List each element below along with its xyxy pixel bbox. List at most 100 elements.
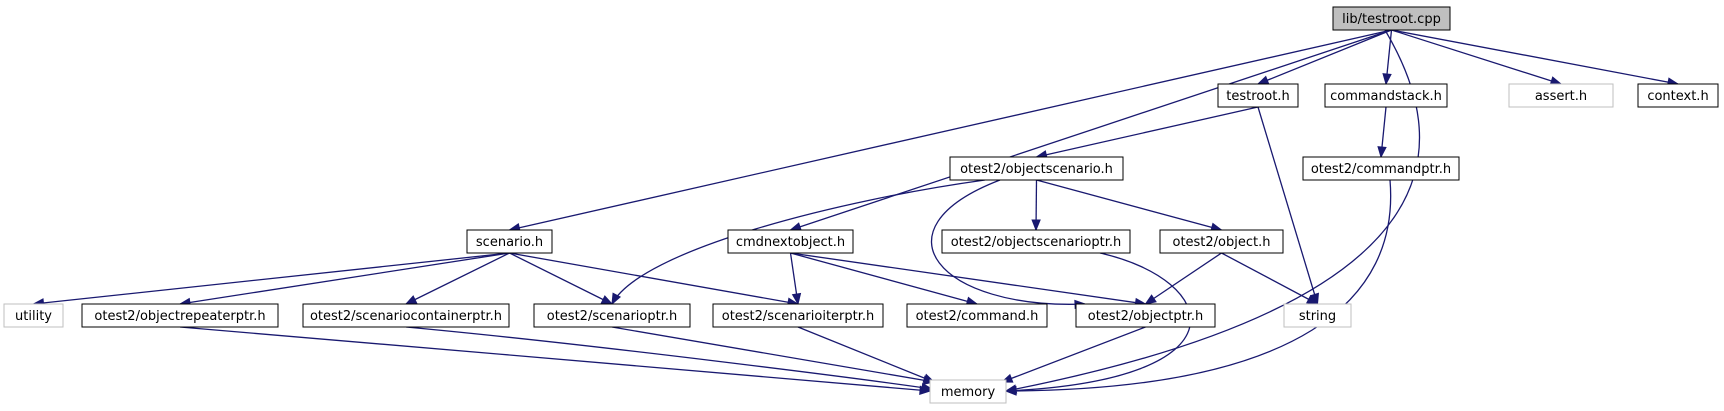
nodes-layer: lib/testroot.cpp testroot.h commandstack.h… xyxy=(3,6,1719,404)
arrowhead-root-to-commandstack-h xyxy=(1382,73,1392,86)
node-label: lib/testroot.cpp xyxy=(1342,12,1441,27)
node-box xyxy=(727,229,854,254)
node-box xyxy=(1508,83,1614,108)
node-box xyxy=(81,303,279,328)
node-otest2-objectscenarioptr-h[interactable]: otest2/objectscenarioptr.h xyxy=(941,229,1131,254)
edge-objectscenario-h-to-objectptr-h xyxy=(930,179,1086,305)
node-string: string xyxy=(1283,303,1352,328)
node-box xyxy=(533,303,691,328)
node-label: otest2/objectscenario.h xyxy=(960,162,1113,177)
edge-scenariocontainerptr-h-to-memory xyxy=(405,326,933,390)
node-utility: utility xyxy=(3,303,64,328)
node-box xyxy=(466,229,553,254)
node-box xyxy=(302,303,510,328)
node-label: otest2/objectptr.h xyxy=(1088,309,1204,324)
node-box xyxy=(1075,303,1216,328)
node-label: cmdnextobject.h xyxy=(736,235,845,250)
node-box xyxy=(1637,83,1719,108)
arrowhead-scenariocontainerptr-h-to-memory xyxy=(920,382,934,393)
node-label: string xyxy=(1299,309,1336,324)
node-otest2-commandptr-h[interactable]: otest2/commandptr.h xyxy=(1302,156,1460,181)
arrowhead-objectscenario-h-to-objectscenarioptr-h xyxy=(1031,219,1041,232)
node-scenario-h[interactable]: scenario.h xyxy=(466,229,553,254)
node-assert-h: assert.h xyxy=(1508,83,1614,108)
arrowhead-scenario-h-to-scenarioptr-h xyxy=(600,295,614,305)
node-label: commandstack.h xyxy=(1330,89,1442,104)
edge-root-to-cmdnextobject-h xyxy=(790,29,1392,231)
node-otest2-objectrepeaterptr-h[interactable]: otest2/objectrepeaterptr.h xyxy=(81,303,279,328)
edge-objectrepeaterptr-h-to-memory xyxy=(179,326,931,392)
arrowhead-object-h-to-string xyxy=(1306,294,1319,305)
edge-commandptr-h-to-memory xyxy=(1005,179,1392,392)
node-otest2-object-h[interactable]: otest2/object.h xyxy=(1159,229,1284,254)
edge-scenarioptr-h-to-memory xyxy=(611,326,935,383)
node-label: utility xyxy=(15,309,52,324)
node-label: testroot.h xyxy=(1226,89,1289,104)
edge-root-to-context-h xyxy=(1391,29,1679,85)
node-box xyxy=(1332,6,1451,31)
node-commandstack-h[interactable]: commandstack.h xyxy=(1324,83,1448,108)
edge-objectptr-h-to-memory xyxy=(1001,326,1146,383)
edge-scenario-h-to-scenariocontainerptr-h xyxy=(405,252,510,305)
node-label: context.h xyxy=(1647,89,1708,104)
edge-testroot-h-to-string xyxy=(1257,106,1319,305)
node-label: otest2/objectscenarioptr.h xyxy=(951,235,1122,250)
node-box xyxy=(712,303,884,328)
node-otest2-objectptr-h[interactable]: otest2/objectptr.h xyxy=(1075,303,1216,328)
edge-object-h-to-objectptr-h xyxy=(1145,252,1222,305)
node-label: otest2/command.h xyxy=(916,309,1039,324)
node-otest2-objectscenario-h[interactable]: otest2/objectscenario.h xyxy=(949,156,1124,181)
node-otest2-scenarioptr-h[interactable]: otest2/scenarioptr.h xyxy=(533,303,691,328)
node-label: assert.h xyxy=(1535,89,1587,104)
node-label: scenario.h xyxy=(476,235,543,250)
edge-scenario-h-to-scenarioptr-h xyxy=(509,252,613,305)
node-label: otest2/scenarioiterptr.h xyxy=(722,309,875,324)
node-otest2-scenariocontainerptr-h[interactable]: otest2/scenariocontainerptr.h xyxy=(302,303,510,328)
edge-cmdnextobject-h-to-objectptr-h xyxy=(790,252,1146,305)
node-otest2-scenarioiterptr-h[interactable]: otest2/scenarioiterptr.h xyxy=(712,303,884,328)
arrowhead-object-h-to-objectptr-h xyxy=(1144,294,1157,305)
arrowhead-cmdnextobject-h-to-scenarioiterptr-h xyxy=(791,292,802,306)
edge-objectscenario-h-to-scenarioptr-h xyxy=(611,179,986,305)
edge-scenario-h-to-utility xyxy=(33,252,510,305)
edge-testroot-h-to-objectscenario-h xyxy=(1036,106,1259,158)
edge-scenario-h-to-objectrepeaterptr-h xyxy=(179,252,510,305)
node-memory: memory xyxy=(929,379,1007,404)
node-lib-testroot-cpp[interactable]: lib/testroot.cpp xyxy=(1332,6,1451,31)
node-box xyxy=(1217,83,1299,108)
arrowhead-objectscenario-h-to-scenarioptr-h xyxy=(611,292,622,306)
edge-objectscenario-h-to-object-h xyxy=(1036,179,1222,231)
node-context-h[interactable]: context.h xyxy=(1637,83,1719,108)
node-label: otest2/scenariocontainerptr.h xyxy=(310,309,502,324)
node-cmdnextobject-h[interactable]: cmdnextobject.h xyxy=(727,229,854,254)
node-label: otest2/commandptr.h xyxy=(1311,162,1451,177)
arrowhead-scenario-h-to-scenariocontainerptr-h xyxy=(404,295,418,305)
edge-root-to-testroot-h xyxy=(1257,29,1392,85)
edge-scenario-h-to-scenarioiterptr-h xyxy=(509,252,799,305)
node-box xyxy=(1302,156,1460,181)
arrowhead-commandstack-h-to-commandptr-h xyxy=(1377,146,1387,159)
edge-object-h-to-string xyxy=(1221,252,1318,305)
node-label: memory xyxy=(941,385,996,400)
edge-root-to-assert-h xyxy=(1391,29,1562,85)
arrowhead-root-to-testroot-h xyxy=(1256,75,1270,85)
node-box xyxy=(949,156,1124,181)
node-label: otest2/scenarioptr.h xyxy=(547,309,677,324)
edge-root-to-scenario-h xyxy=(509,29,1392,231)
node-box xyxy=(3,303,64,328)
node-box xyxy=(1159,229,1284,254)
node-box xyxy=(929,379,1007,404)
arrowhead-root-to-cmdnextobject-h xyxy=(789,222,802,232)
node-testroot-h[interactable]: testroot.h xyxy=(1217,83,1299,108)
node-label: otest2/objectrepeaterptr.h xyxy=(94,309,265,324)
arrowhead-objectscenarioptr-h-to-memory xyxy=(1004,385,1017,396)
node-label: otest2/object.h xyxy=(1172,235,1270,250)
node-box xyxy=(1283,303,1352,328)
edge-scenarioiterptr-h-to-memory xyxy=(797,326,935,383)
node-box xyxy=(941,229,1131,254)
edge-cmdnextobject-h-to-command-h xyxy=(790,252,978,305)
node-box xyxy=(1324,83,1448,108)
node-box xyxy=(906,303,1048,328)
node-otest2-command-h[interactable]: otest2/command.h xyxy=(906,303,1048,328)
